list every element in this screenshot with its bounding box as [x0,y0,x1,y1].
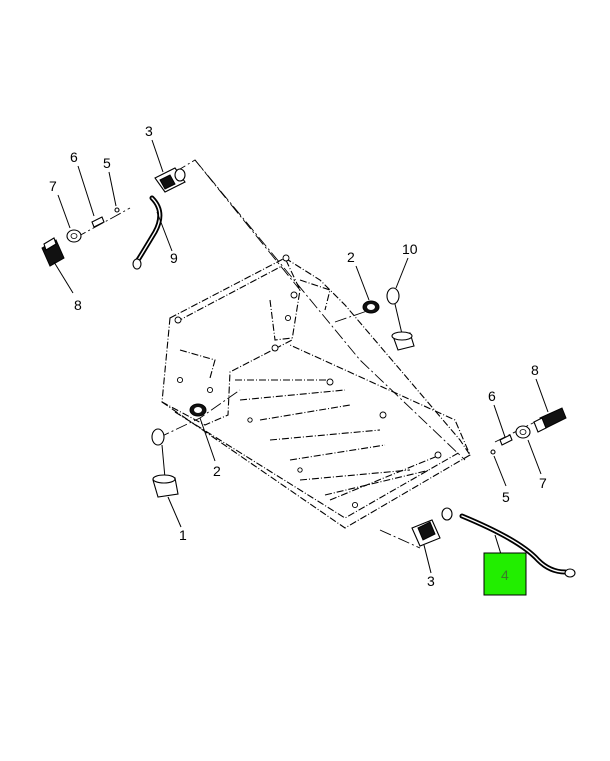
callout-7-right: 7 [539,475,547,491]
callout-6-left: 6 [70,149,78,165]
callout-leaders [53,139,549,574]
part-5-pin-left [114,207,120,213]
callout-2-left: 2 [213,463,221,479]
callout-9: 9 [170,250,178,266]
part-2-seal-top [362,300,380,314]
part-2-seal-left [189,403,207,417]
callout-8-right: 8 [531,362,539,378]
callout-3-bottom: 3 [427,573,435,589]
callout-6-right: 6 [488,388,496,404]
routing-lines [74,159,536,549]
callout-4-highlighted[interactable]: 4 [501,567,509,583]
callout-1: 1 [179,527,187,543]
part-6-screw-left [91,216,105,228]
part-8-boot-left [41,237,65,267]
callout-10: 10 [402,241,418,257]
highlight-box-item-4[interactable] [483,552,527,596]
part-4-cable [459,513,576,578]
part-5-pin-right [490,449,496,455]
callout-8-left: 8 [74,297,82,313]
bracket-holes [174,254,442,509]
part-9-cable [132,195,163,270]
part-6-screw-right [499,434,513,446]
part-7-washer-left [66,229,82,243]
callout-5-left: 5 [103,155,111,171]
callout-7-left: 7 [49,178,57,194]
part-1-cap-sleeve [151,428,179,498]
part-8-boot-right [533,407,567,433]
mounting-bracket [161,254,471,529]
callout-labels: 3 6 5 7 8 9 2 10 2 1 3 8 6 5 7 4 [49,123,547,589]
part-7-washer-right [515,425,531,439]
callout-2-top: 2 [347,249,355,265]
part-3-connector-bottom [411,507,453,547]
part-10-cap-sleeve [386,287,415,351]
part-3-connector-top [154,167,186,193]
callout-5-right: 5 [502,489,510,505]
callout-3-top: 3 [145,123,153,139]
